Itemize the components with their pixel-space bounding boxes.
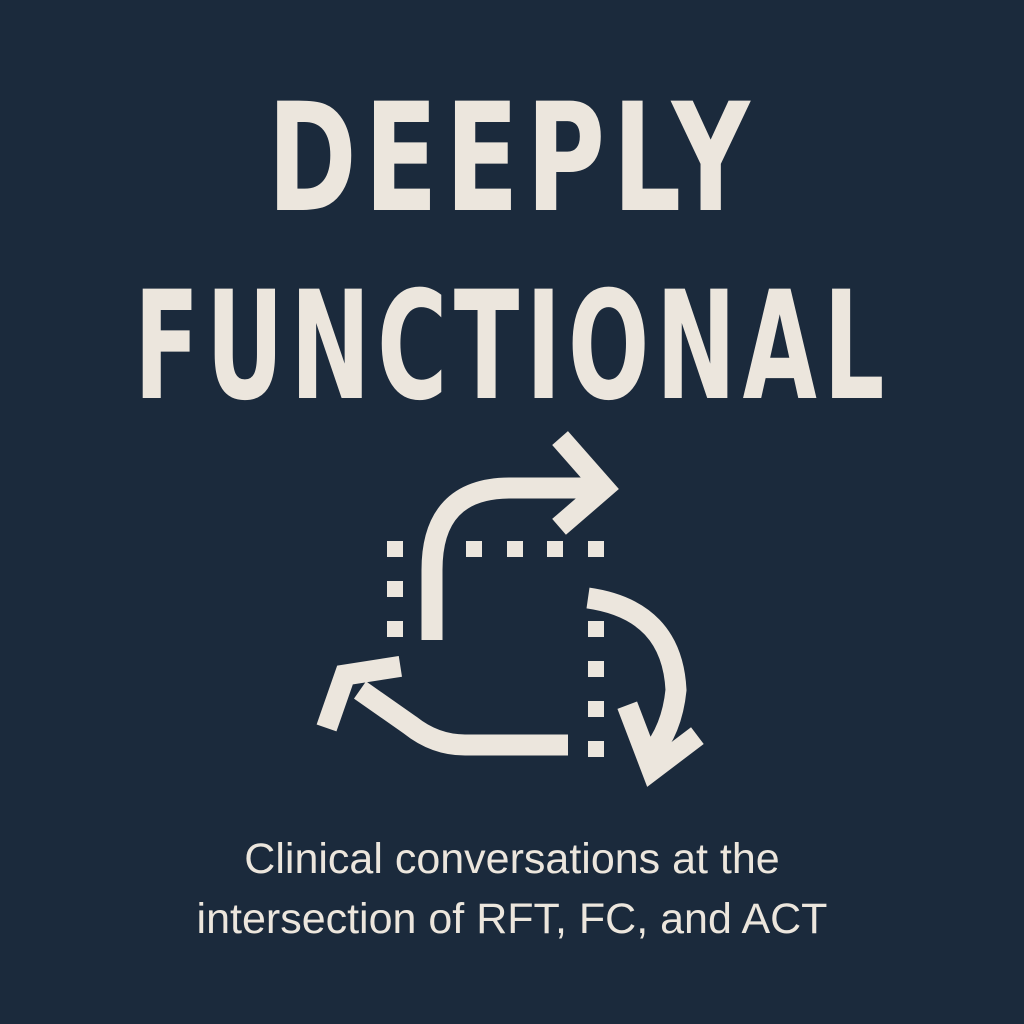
dot bbox=[588, 661, 604, 677]
dot bbox=[588, 701, 604, 717]
dot bbox=[588, 741, 604, 757]
title-line-2: FUNCTIONAL bbox=[0, 272, 1024, 422]
title-line-1: DEEPLY bbox=[0, 84, 1024, 234]
right-arrowhead bbox=[617, 701, 704, 787]
dot bbox=[387, 581, 403, 597]
dot bbox=[588, 621, 604, 637]
cyclical-arrows-dotted-square-icon bbox=[316, 431, 704, 787]
title-line-2-text: FUNCTIONAL bbox=[133, 260, 891, 434]
dot bbox=[387, 621, 403, 637]
dotted-square-dots bbox=[387, 541, 604, 757]
dot bbox=[547, 541, 563, 557]
right-arrow-shaft bbox=[586, 587, 687, 762]
dot bbox=[387, 541, 403, 557]
bottom-arrow-shaft bbox=[353, 681, 568, 756]
bottom-arrowhead bbox=[316, 656, 402, 732]
top-arrowhead bbox=[552, 431, 619, 535]
title-line-1-text: DEEPLY bbox=[267, 72, 757, 246]
dot bbox=[588, 541, 604, 557]
subtitle-line-2: intersection of RFT, FC, and ACT bbox=[196, 895, 828, 943]
dot bbox=[466, 541, 482, 557]
cycle-arrows bbox=[316, 431, 704, 787]
subtitle-line-1: Clinical conversations at the bbox=[244, 835, 780, 883]
top-arrow-shaft bbox=[421, 477, 598, 640]
dot bbox=[507, 541, 523, 557]
